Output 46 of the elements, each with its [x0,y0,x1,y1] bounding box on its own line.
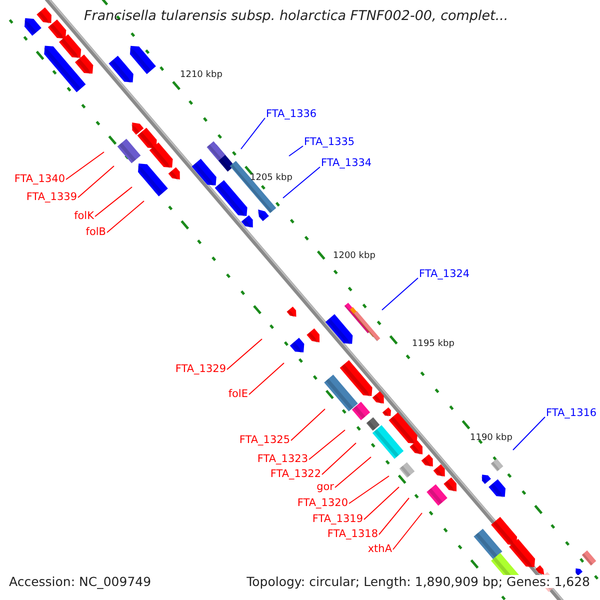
leader-line [308,430,346,460]
gene-label: FTA_1322 [270,468,321,481]
gene-label: gor [316,481,334,494]
footer-text: Accession: NC_009749 [9,575,152,588]
footer-text: Topology: circular; Length: 1,890,909 bp; Genes: 1,628 [246,575,590,588]
scale-label: 1210 kbp [180,69,222,82]
leader-line [226,338,262,370]
leader-line [334,456,372,488]
scale-label: 1200 kbp [333,250,376,263]
leader-line [94,186,132,217]
leader-line [66,152,104,180]
leader-line [364,486,400,520]
leader-line [106,200,144,233]
leader-line [288,146,304,156]
gene-label: FTA_1334 [321,157,372,170]
map-title: Francisella tularensis subsp. holarctica FTNF002-00, complet... [84,10,508,23]
scale-label: 1195 kbp [412,338,454,351]
leader-line [240,118,266,150]
leader-line [78,166,114,198]
gene-label: FTA_1323 [257,453,308,466]
gene-label: folK [74,210,94,223]
gene-label: FTA_1325 [239,434,290,447]
leader-line [248,362,284,395]
gene-label: FTA_1318 [327,528,378,541]
gene-label: FTA_1339 [26,191,77,204]
scale-label: 1190 kbp [470,432,512,445]
leader-line [392,512,422,550]
leader-line [512,416,546,450]
gene-label: folE [228,388,248,401]
gene-label: xthA [368,543,392,556]
leader-line [348,476,390,504]
leader-line [290,408,326,441]
leader-line [322,442,356,475]
scale-label: 1205 kbp [250,172,292,185]
leader-line [382,278,418,310]
gene-label: folB [86,226,106,239]
gene-label: FTA_1320 [297,497,348,510]
gene-label: FTA_1336 [266,108,317,121]
gene-label: FTA_1329 [175,363,226,376]
gene-label: FTA_1340 [14,173,65,186]
leader-line [378,498,410,535]
gene-label: FTA_1316 [546,407,597,420]
leader-line [282,166,320,198]
gene-label: FTA_1335 [304,136,355,149]
gene-label: FTA_1324 [419,268,470,281]
gene-label: FTA_1319 [312,513,363,526]
